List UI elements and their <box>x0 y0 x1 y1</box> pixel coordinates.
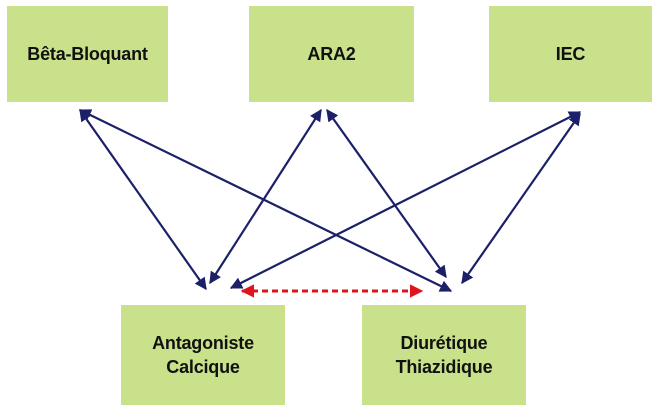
connector-beta-antag <box>79 109 207 290</box>
node-label: IEC <box>555 44 586 64</box>
node-label: ARA2 <box>307 44 356 64</box>
connector-iec-antag <box>229 111 582 289</box>
node-label-line2: Thiazidique <box>395 357 493 377</box>
connector-beta-diur <box>78 109 453 292</box>
node-label: Bêta-Bloquant <box>27 44 148 64</box>
node-ara2: ARA2 <box>249 6 414 102</box>
node-label-line1: Antagoniste <box>152 333 254 353</box>
node-diuretique-thiazidique: Diurétique Thiazidique <box>362 305 526 405</box>
connector-ara2-diur <box>326 109 447 278</box>
connector-ara2-antag <box>209 108 322 285</box>
node-label-line1: Diurétique <box>400 333 488 353</box>
node-label-line2: Calcique <box>166 357 240 377</box>
connector-iec-diur <box>461 113 581 284</box>
node-beta-bloquant: Bêta-Bloquant <box>7 6 168 102</box>
node-antagoniste-calcique: Antagoniste Calcique <box>121 305 285 405</box>
node-iec: IEC <box>489 6 652 102</box>
